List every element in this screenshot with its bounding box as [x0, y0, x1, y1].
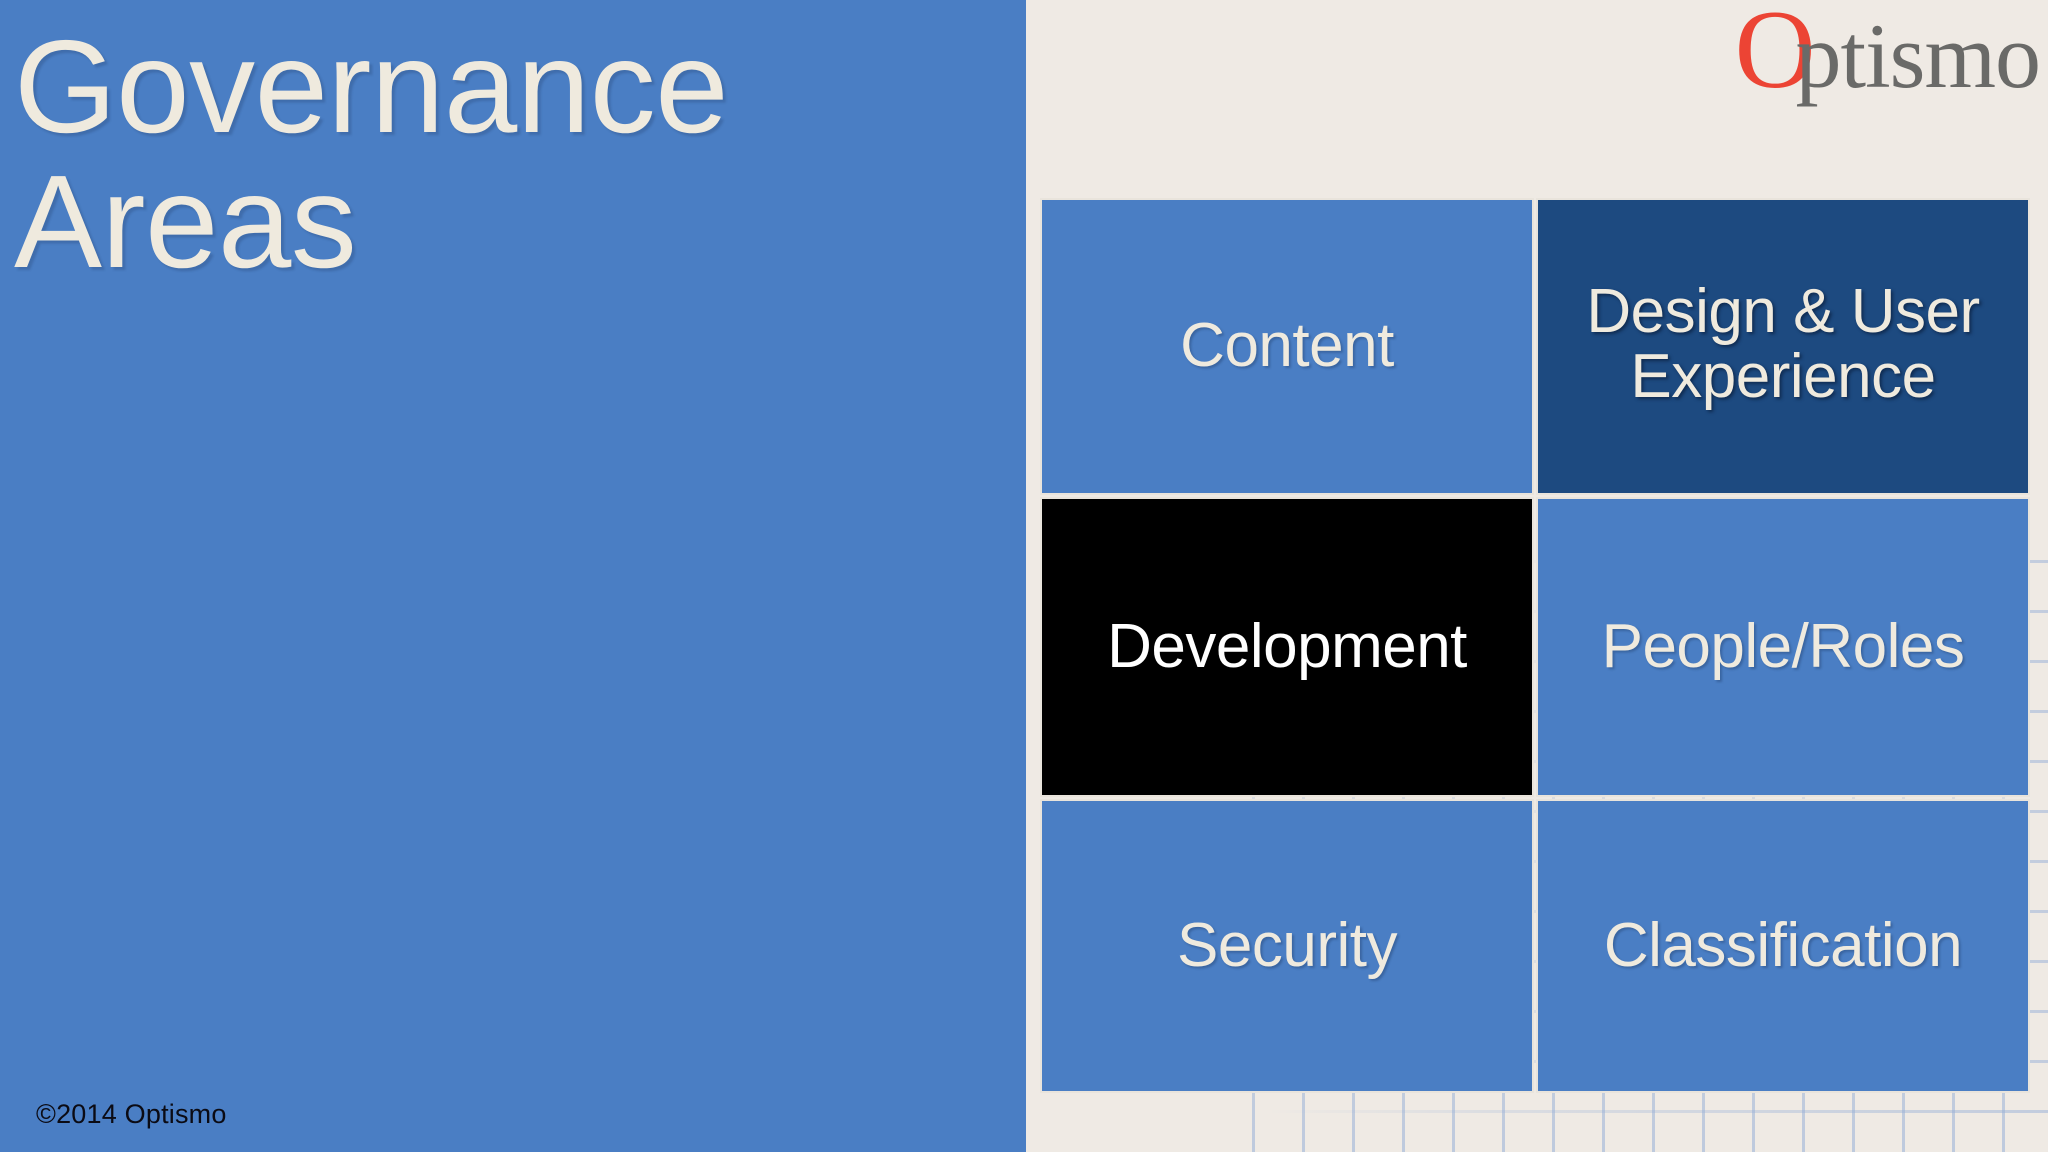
governance-tile-development[interactable]: Development — [1040, 497, 1534, 797]
page-title: Governance Areas — [14, 13, 729, 295]
tile-label: Design & User Experience — [1586, 277, 1980, 411]
tile-label: Classification — [1603, 910, 1963, 980]
optismo-logo: Optismo — [1735, 0, 2048, 106]
logo-wordmark: ptismo — [1795, 5, 2041, 107]
tile-label: Security — [1177, 910, 1397, 980]
governance-tile-classification[interactable]: Classification — [1536, 799, 2030, 1093]
governance-tile-content[interactable]: Content — [1040, 198, 1534, 495]
tile-label: People/Roles — [1601, 611, 1965, 681]
title-panel: Governance Areas ©2014 Optismo — [0, 0, 1026, 1152]
governance-tile-design-user-experience[interactable]: Design & User Experience — [1536, 198, 2030, 495]
tile-label: Development — [1107, 611, 1467, 681]
tile-label: Content — [1180, 311, 1394, 381]
copyright-notice: ©2014 Optismo — [36, 1099, 227, 1129]
governance-tile-people-roles[interactable]: People/Roles — [1536, 497, 2030, 797]
grid-line-horizontal — [1268, 1110, 2048, 1113]
governance-tile-security[interactable]: Security — [1040, 799, 1534, 1093]
